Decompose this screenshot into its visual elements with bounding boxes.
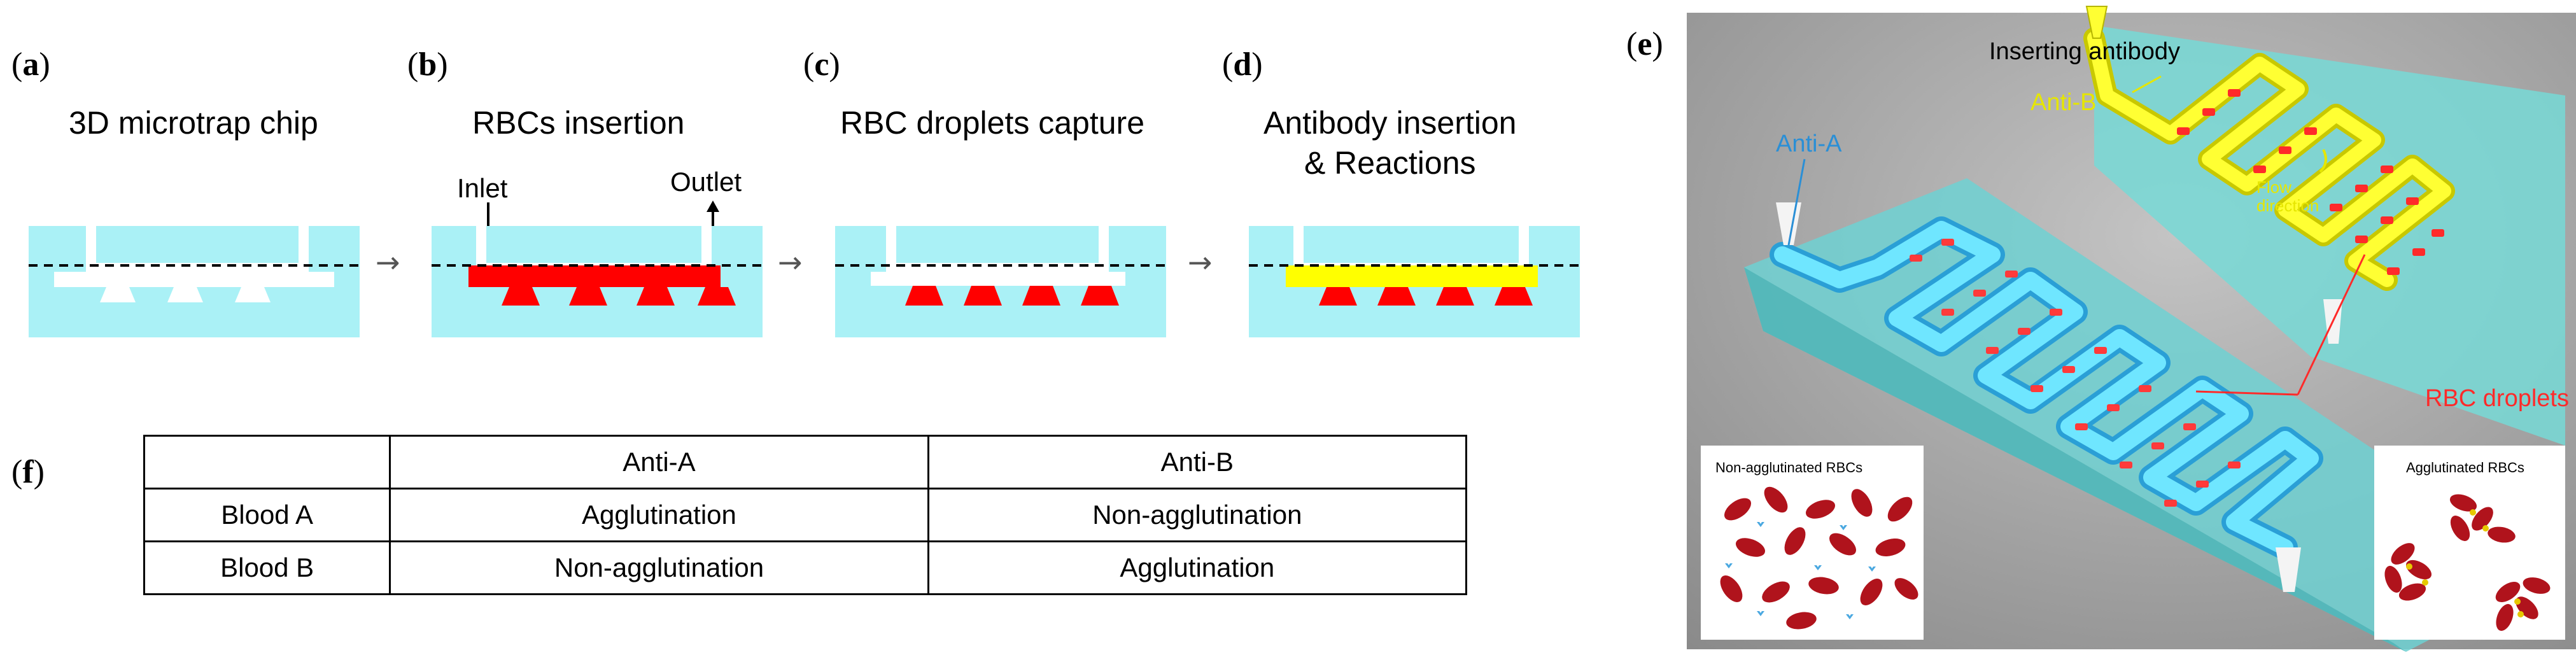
microchip-render (1687, 6, 2576, 652)
inserting-antibody-arrow (2085, 6, 2108, 39)
panel-label-d: (d) (1222, 46, 1263, 83)
flow-label-line2: direction (2256, 195, 2319, 215)
panel-d-title-line2: & Reactions (1304, 144, 1476, 181)
arrow-a-to-b: → (376, 245, 400, 279)
inset-non-agglutinated (1701, 446, 1924, 640)
panel-b-title: RBCs insertion (472, 105, 685, 141)
chip-diagram-c (835, 226, 1166, 337)
serpentine-channel-anti-a (1770, 216, 2323, 560)
rbc-leader-1 (2297, 254, 2366, 395)
table-cell: Blood A (143, 488, 391, 542)
chip-diagram-d (1249, 226, 1580, 337)
anti-b-leader (2132, 75, 2162, 94)
table-cell: Agglutination (927, 540, 1468, 595)
anti-a-leader (1787, 158, 1806, 246)
flow-direction-label: Flow direction (2256, 178, 2319, 215)
chip-diagram-b (432, 226, 763, 337)
arrow-c-to-d: → (1188, 245, 1213, 279)
table-cell: Non-agglutination (927, 488, 1468, 542)
chip-diagram-a (29, 226, 360, 337)
table-row: Blood A Agglutination Non-agglutination (143, 488, 1468, 542)
anti-b-label: Anti-B (2031, 89, 2097, 116)
agglutinated-label: Agglutinated RBCs (2406, 460, 2524, 475)
rbc-droplets-anti-b (2177, 89, 2444, 275)
outlet-port-anti-a (2276, 547, 2301, 592)
table-cell: Agglutination (389, 488, 929, 542)
panel-label-f: (f) (11, 454, 45, 490)
table-cell: Blood B (143, 540, 391, 595)
table-header-row: Anti-A Anti-B (143, 435, 1468, 489)
panel-label-a: (a) (11, 46, 50, 83)
inserting-antibody-label: Inserting antibody (1989, 38, 2180, 65)
inlet-label: Inlet (457, 173, 508, 203)
panel-d-title-line1: Antibody insertion (1263, 105, 1517, 141)
flow-direction-arrow (2319, 149, 2327, 173)
serpentine-channel-anti-b (2083, 27, 2455, 291)
non-agglutinated-label: Non-agglutinated RBCs (1715, 460, 1863, 475)
table-header-empty (143, 435, 391, 489)
rbc-droplets-label: RBC droplets (2425, 385, 2569, 412)
panel-label-c: (c) (803, 46, 840, 83)
panel-d-title: Antibody insertion & Reactions (1263, 103, 1516, 183)
table-header-anti-a: Anti-A (389, 435, 929, 489)
inset-agglutinated (2374, 446, 2565, 640)
rbc-droplets-anti-a (1910, 239, 2241, 507)
panel-c-title: RBC droplets capture (840, 105, 1145, 141)
table-cell: Non-agglutination (389, 540, 929, 595)
table-header-anti-b: Anti-B (927, 435, 1468, 489)
panel-a-title: 3D microtrap chip (69, 105, 318, 141)
flow-label-line1: Flow (2256, 178, 2291, 197)
rbc-leader-2 (2195, 390, 2298, 396)
panel-e-rendering: Inserting antibody Anti-B Anti-A Flow di… (1687, 0, 2576, 652)
anti-a-label: Anti-A (1776, 130, 1842, 157)
panel-label-e: (e) (1626, 26, 1663, 62)
outlet-label: Outlet (670, 167, 742, 197)
panel-label-b: (b) (407, 46, 448, 83)
blood-type-table: Anti-A Anti-B Blood A Agglutination Non-… (143, 435, 1468, 595)
table-row: Blood B Non-agglutination Agglutination (143, 540, 1468, 595)
arrow-b-to-c: → (778, 245, 803, 279)
